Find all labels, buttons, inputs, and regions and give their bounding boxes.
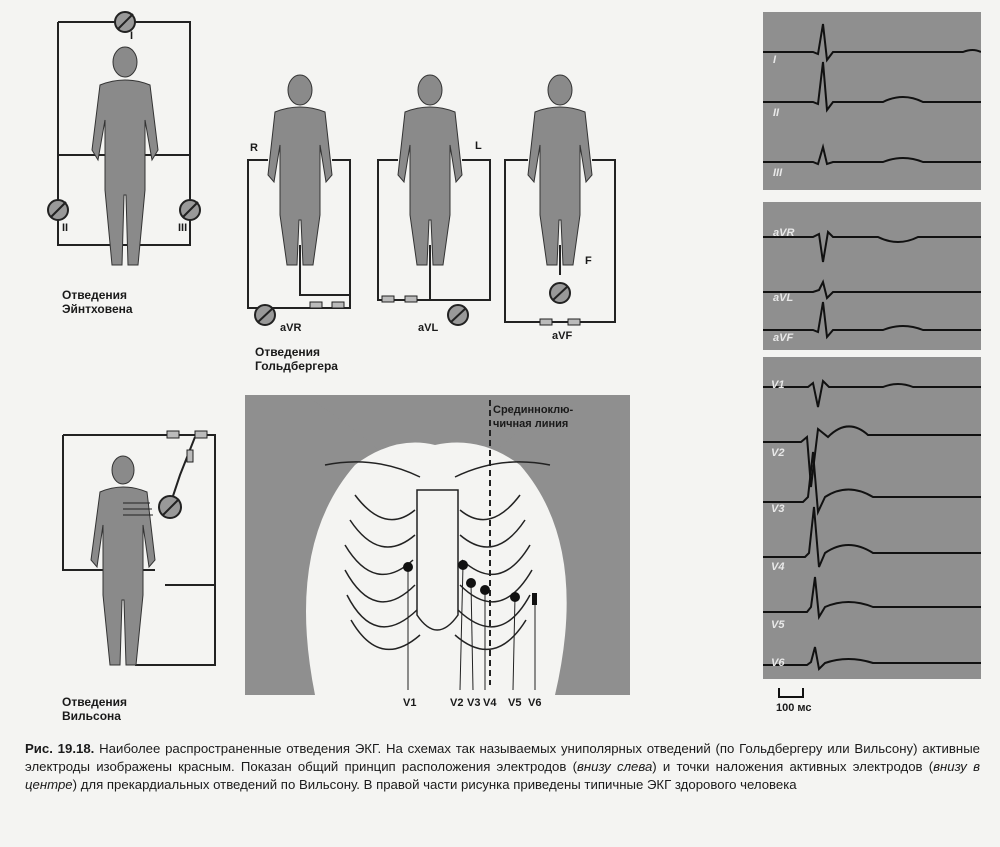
- ecg-lead-label: aVR: [773, 227, 795, 239]
- galvanometer-icon: [179, 199, 201, 221]
- ecg-lead-label: V4: [771, 561, 785, 573]
- lead-II-label: II: [62, 222, 69, 234]
- ecg-panel-augmented: aVR aVL aVF: [763, 202, 981, 350]
- lead-aVR-label: aVR: [280, 322, 302, 334]
- ecg-lead-label: III: [773, 167, 783, 179]
- human-figure: [90, 455, 156, 666]
- ecg-lead-label: aVL: [773, 292, 794, 304]
- human-figure: [91, 46, 159, 266]
- lead-III-label: III: [178, 222, 188, 234]
- human-figure: [527, 74, 593, 266]
- ecg-trace-svg: [763, 229, 981, 340]
- ecg-lead-label: V6: [771, 657, 785, 669]
- lead-aVF-label: aVF: [552, 330, 573, 342]
- einthoven-caption: Отведения Эйнтховена: [62, 288, 133, 316]
- goldberger-svg: [247, 74, 616, 326]
- electrode-label: V3: [467, 697, 481, 709]
- lead-I-label: I: [130, 30, 134, 42]
- galvanometer-icon: [158, 495, 182, 519]
- ecg-lead-label: I: [773, 54, 777, 66]
- einthoven-svg: [47, 11, 201, 266]
- electrode-F-label: F: [585, 255, 592, 267]
- figure-caption: Рис. 19.18. Наиболее распространенные от…: [25, 741, 981, 792]
- galvanometer-icon: [447, 304, 469, 326]
- goldberger-caption: Отведения Гольдбергера: [255, 345, 338, 373]
- electrode-label: V2: [450, 697, 464, 709]
- ecg-panel-limb: I II III: [763, 12, 982, 190]
- electrode-L-label: L: [475, 140, 482, 152]
- electrode-label: V1: [403, 697, 417, 709]
- ecg-lead-label: aVF: [773, 332, 794, 344]
- electrode-label: V6: [528, 697, 542, 709]
- ecg-lead-label: V3: [771, 503, 785, 515]
- figure-number: Рис. 19.18.: [25, 741, 95, 756]
- chest-svg: [245, 395, 630, 695]
- galvanometer-icon: [254, 304, 276, 326]
- wilson-caption: Отведения Вильсона: [62, 695, 128, 723]
- human-figure: [267, 74, 333, 266]
- midclavicular-label: Срединноклю- чичная линия: [493, 404, 574, 430]
- ecg-lead-label: II: [773, 107, 780, 119]
- electrode-R-label: R: [250, 142, 258, 154]
- galvanometer-icon: [549, 282, 571, 304]
- ecg-trace-svg: [763, 23, 982, 166]
- resistor-icon: [309, 295, 581, 326]
- electrode-label: V4: [483, 697, 497, 709]
- electrode-dots: [403, 560, 537, 605]
- scale-label: 100 мс: [776, 702, 812, 714]
- ecg-lead-label: V5: [771, 619, 785, 631]
- ecg-lead-label: V1: [771, 379, 785, 391]
- ecg-trace-svg: [763, 378, 981, 672]
- ecg-panel-precordial: V1 V2 V3 V4 V5 V6: [763, 357, 981, 679]
- wilson-svg: [62, 430, 216, 666]
- human-figure: [397, 74, 463, 266]
- wilson-diagram: [55, 425, 235, 695]
- galvanometer-icon: [114, 11, 136, 33]
- lead-aVL-label: aVL: [418, 322, 439, 334]
- einthoven-diagram: I II III: [40, 0, 210, 330]
- resistor-icon: [166, 430, 208, 463]
- ecg-lead-label: V2: [771, 447, 785, 459]
- galvanometer-icon: [47, 199, 69, 221]
- goldberger-diagram: R L F aVR aVL aVF: [240, 50, 630, 350]
- scale-bar: [778, 688, 804, 698]
- chest-diagram: Срединноклю- чичная линия V1 V2 V3 V4 V5…: [245, 395, 630, 715]
- electrode-label: V5: [508, 697, 522, 709]
